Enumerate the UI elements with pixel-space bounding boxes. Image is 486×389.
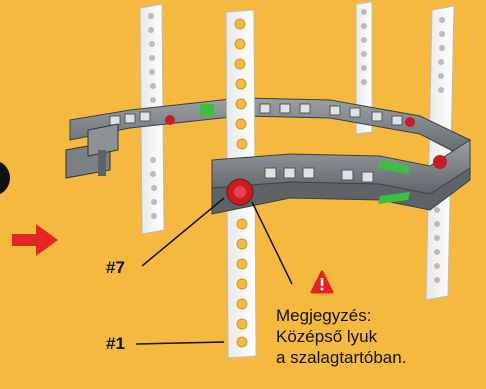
note-title: Megjegyzés: [276, 306, 372, 325]
ring-back-segment [69, 97, 471, 161]
leader-line-1 [135, 341, 225, 345]
arrow-right-icon [12, 224, 58, 256]
back-strip-right-1 [355, 1, 373, 135]
leader-line-note [251, 201, 293, 285]
ring-front-segment [211, 139, 471, 215]
ring-end-clamp [65, 123, 119, 179]
part-label-7: #7 [106, 258, 125, 277]
leader-line-7 [141, 197, 225, 267]
warning-triangle-icon [310, 270, 334, 294]
note-line-3: a szalagtartóban. [276, 348, 407, 367]
note-line-2: Középső lyuk [276, 327, 378, 346]
red-peg [226, 178, 254, 206]
step-circle [0, 161, 10, 195]
note-text: Megjegyzés: Középső lyuk a szalagtartóba… [276, 305, 406, 368]
part-label-1: #1 [106, 334, 125, 353]
